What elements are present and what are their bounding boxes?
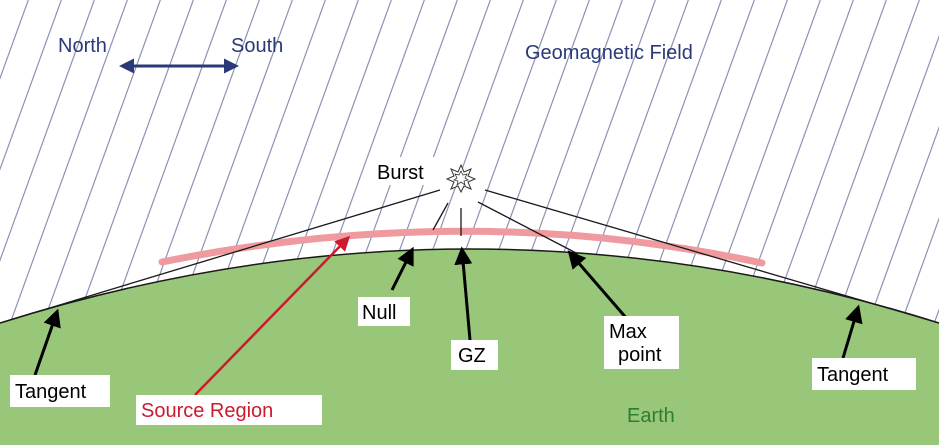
source-region-pointer-arrow <box>194 235 351 396</box>
field-line <box>0 0 128 353</box>
gz-label: GZ <box>458 345 486 367</box>
null-pointer-arrow <box>390 246 414 291</box>
tangent-right-label: Tangent <box>817 364 889 386</box>
source-region-band <box>158 227 766 267</box>
tangent-line-right <box>484 189 939 324</box>
max-point-label-box <box>604 316 679 369</box>
tangent-left-label: Tangent <box>15 381 87 403</box>
source-region-label-box <box>136 395 322 425</box>
gz-label-box <box>451 340 498 370</box>
field-line <box>0 0 29 80</box>
burst-label-box <box>372 157 440 185</box>
max-point-label-line2: point <box>618 344 662 366</box>
north-label: North <box>58 35 107 57</box>
south-label: South <box>231 35 283 57</box>
null-ray <box>432 202 449 231</box>
gz-pointer-arrow <box>454 246 473 341</box>
max-point-ray <box>477 201 579 255</box>
null-label-box <box>358 297 410 326</box>
tangent-right-label-box <box>812 358 916 390</box>
null-label: Null <box>362 302 396 324</box>
max-point-pointer-arrow <box>567 250 630 321</box>
field-line <box>0 0 95 262</box>
tangent-right-pointer-arrow <box>841 304 863 359</box>
max-point-label-line1: Max <box>609 321 647 343</box>
tangent-left-pointer-arrow <box>33 308 61 376</box>
source-region-label: Source Region <box>141 400 273 422</box>
tangent-left-label-box <box>10 375 110 407</box>
field-line <box>0 0 62 171</box>
starburst-icon <box>445 163 477 194</box>
geomagnetic-field-label: Geomagnetic Field <box>525 42 693 64</box>
tangent-line-left <box>0 189 441 324</box>
burst-label: Burst <box>377 162 424 184</box>
earth-label: Earth <box>627 405 675 427</box>
